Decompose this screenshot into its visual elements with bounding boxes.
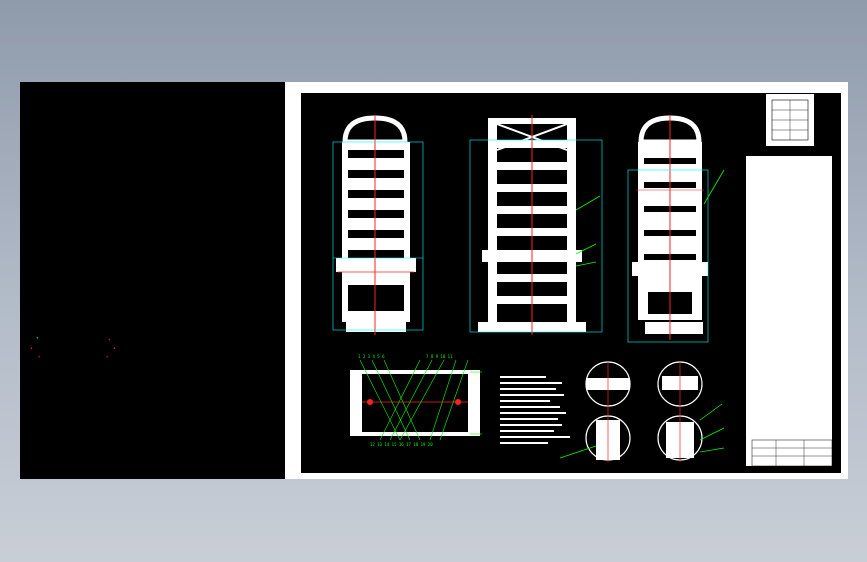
svg-text:•: • [113,346,116,352]
svg-text:7 8 9 10 11: 7 8 9 10 11 [426,354,453,359]
svg-text:12 13 14 15 16 17 18 19 20: 12 13 14 15 16 17 18 19 20 [370,442,433,447]
svg-text:+: + [108,337,111,342]
side-view[interactable] [469,115,603,335]
detail-views[interactable] [559,361,725,462]
title-block [746,156,833,467]
rear-view[interactable] [627,115,725,343]
front-view[interactable] [332,115,424,335]
model-space-marks: + • × + • × [30,335,116,359]
revision-table [766,94,814,146]
svg-text:•: • [30,346,33,352]
svg-text:×: × [106,354,109,359]
svg-text:+: + [36,335,39,340]
sheet-margin-line [287,88,298,473]
section-view[interactable]: 1 2 3 4 5 6 7 8 9 10 11 12 13 14 15 16 1… [350,354,482,447]
svg-text:×: × [38,354,41,359]
svg-text:1 2 3 4 5 6: 1 2 3 4 5 6 [358,354,385,359]
technical-notes [500,376,570,444]
